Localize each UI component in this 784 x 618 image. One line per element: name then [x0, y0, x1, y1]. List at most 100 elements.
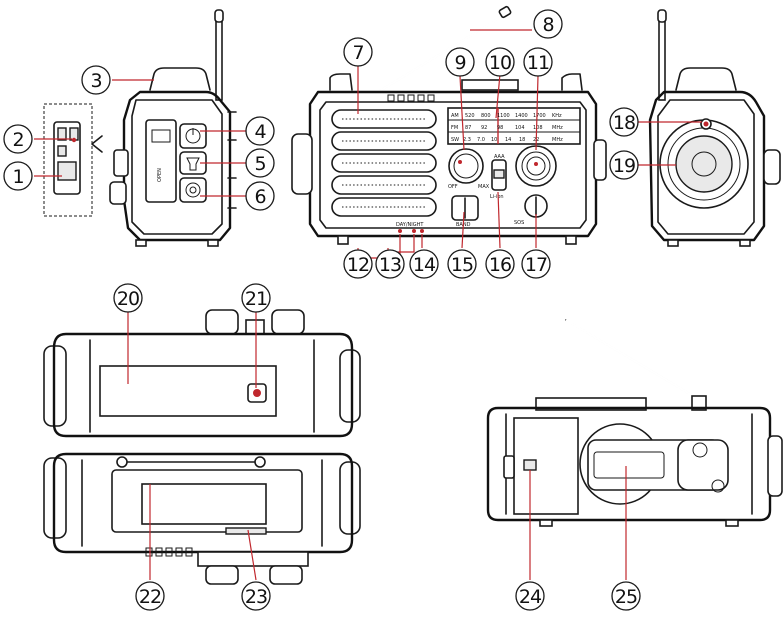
- port-cover[interactable]: [145, 119, 177, 203]
- side-frame-inner: [131, 99, 223, 235]
- svg-text:KHz: KHz: [552, 113, 562, 119]
- svg-text:17: 17: [525, 254, 547, 276]
- dial-row-am: AM 520 800 1100 1400 1700 KHz: [451, 113, 562, 119]
- svg-text:24: 24: [519, 586, 542, 608]
- top-body: [52, 332, 354, 438]
- callout-22: 22: [135, 581, 165, 611]
- battery-door[interactable]: [141, 483, 267, 525]
- svg-text:3: 3: [90, 70, 101, 92]
- side-knob[interactable]: [113, 149, 129, 177]
- side-foot: [109, 181, 127, 205]
- callout-1: 1: [3, 161, 33, 191]
- top-view: [43, 309, 361, 438]
- side-cage: [122, 90, 232, 242]
- svg-text:MHz: MHz: [552, 125, 563, 131]
- usb-c-port: [57, 127, 67, 141]
- callout-8: 8: [533, 9, 563, 39]
- callout-19: 19: [609, 150, 639, 180]
- svg-text:25: 25: [615, 586, 637, 608]
- flashlight-icon: [186, 157, 200, 171]
- crank-hub-left: [291, 133, 313, 195]
- back-view: [486, 319, 783, 527]
- callout-18: 18: [609, 107, 639, 137]
- callout-16: 16: [485, 249, 515, 279]
- charge-indicator: [71, 137, 77, 143]
- charging-led: [398, 229, 402, 233]
- callout-15: 15: [447, 249, 477, 279]
- svg-text:OFF: OFF: [448, 184, 458, 190]
- svg-text:1400: 1400: [515, 113, 528, 119]
- svg-text:5: 5: [254, 153, 265, 175]
- callout-7: 7: [343, 37, 373, 67]
- svg-text:800: 800: [481, 113, 491, 119]
- callout-11: 11: [523, 47, 553, 77]
- svg-text:4: 4: [254, 121, 266, 143]
- svg-text:15: 15: [451, 254, 473, 276]
- callout-25: 25: [611, 581, 641, 611]
- svg-text:2.3: 2.3: [463, 137, 471, 143]
- callout-13: 13: [375, 249, 405, 279]
- svg-text:19: 19: [613, 155, 635, 177]
- usb-a-port: [57, 161, 77, 181]
- svg-text:AAA: AAA: [494, 154, 505, 160]
- svg-text:1100: 1100: [497, 113, 510, 119]
- solar-panel-top: [99, 365, 277, 417]
- indicator-label: DAY/NIGHT: [396, 222, 424, 228]
- svg-text:6: 6: [254, 186, 265, 208]
- callout-4: 4: [245, 116, 275, 146]
- top-knob-left: [205, 309, 239, 335]
- right-cage: [648, 90, 766, 242]
- callout-17: 17: [521, 249, 551, 279]
- speaker-grille: [331, 109, 437, 217]
- antenna-tip: [214, 9, 224, 23]
- svg-text:MHz: MHz: [552, 137, 563, 143]
- reading-lamp-button[interactable]: [179, 177, 207, 203]
- lamp-icon: [185, 182, 201, 198]
- svg-text:108: 108: [533, 125, 543, 131]
- svg-text:18: 18: [519, 137, 525, 143]
- svg-text:23: 23: [245, 586, 267, 608]
- svg-text:8: 8: [542, 14, 553, 36]
- carry-handle: [149, 67, 211, 91]
- arrow-icon: [91, 135, 103, 153]
- front-view: DAY/NIGHT AM 520 800 1100 1400 1700 KHz …: [291, 5, 607, 245]
- door-latch[interactable]: [225, 527, 267, 535]
- tuning-led: [420, 229, 424, 233]
- callout-20: 20: [113, 283, 143, 313]
- svg-text:SOS: SOS: [514, 220, 524, 226]
- port-cover-label: OPEN: [157, 168, 163, 182]
- callout-2: 2: [3, 124, 33, 154]
- svg-text:1700: 1700: [533, 113, 546, 119]
- svg-text:104: 104: [515, 125, 525, 131]
- svg-text:10: 10: [489, 52, 511, 74]
- svg-text:520: 520: [465, 113, 475, 119]
- callout-3: 3: [81, 65, 111, 95]
- svg-text:2: 2: [12, 129, 23, 151]
- svg-text:SW: SW: [451, 137, 459, 143]
- callout-10: 10: [485, 47, 515, 77]
- svg-text:13: 13: [379, 254, 401, 276]
- svg-text:11: 11: [527, 52, 549, 74]
- power-button[interactable]: [179, 123, 207, 149]
- antenna-rod-side: [215, 19, 223, 101]
- svg-text:21: 21: [245, 288, 267, 310]
- svg-text:10: 10: [491, 137, 497, 143]
- callout-5: 5: [245, 148, 275, 178]
- svg-text:18: 18: [613, 112, 635, 134]
- svg-text:MAX: MAX: [478, 184, 490, 190]
- svg-text:87: 87: [465, 125, 471, 131]
- svg-text:7.0: 7.0: [477, 137, 485, 143]
- svg-text:20: 20: [117, 288, 139, 310]
- top-knob-right: [271, 309, 305, 335]
- fm-stereo-led: [412, 229, 416, 233]
- svg-text:FM: FM: [451, 125, 458, 131]
- bottom-view: [43, 452, 361, 585]
- svg-text:1: 1: [12, 166, 23, 188]
- svg-text:7: 7: [352, 42, 363, 64]
- svg-text:14: 14: [413, 254, 436, 276]
- callout-23: 23: [241, 581, 271, 611]
- frequency-scale: AM 520 800 1100 1400 1700 KHz FM 87 92 9…: [447, 107, 581, 145]
- svg-text:Li-ion: Li-ion: [490, 194, 504, 200]
- side-view-right: [648, 9, 781, 247]
- dial-row-fm: FM 87 92 98 104 108 MHz: [451, 125, 563, 131]
